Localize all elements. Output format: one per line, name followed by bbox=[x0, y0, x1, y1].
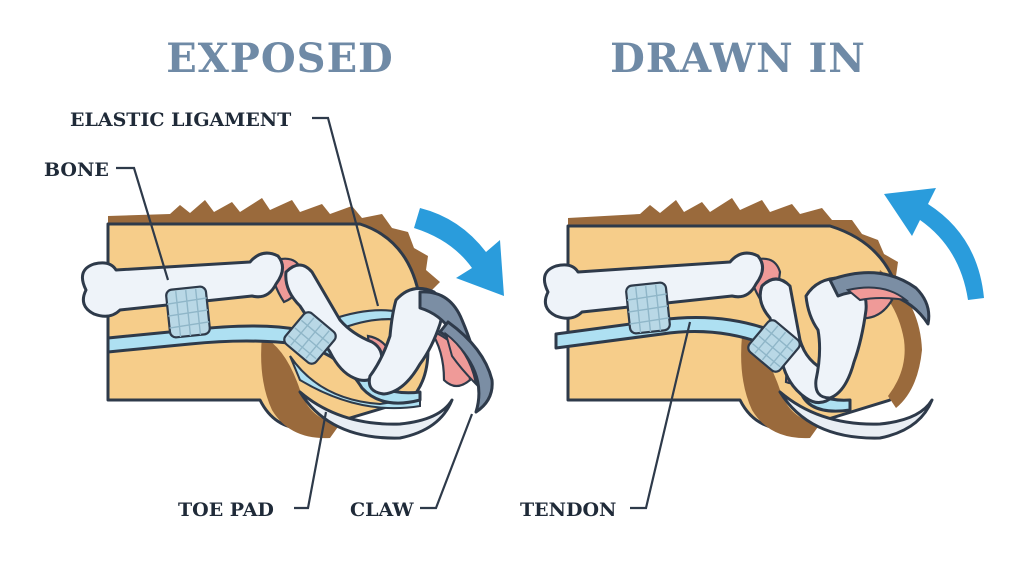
paw-drawn-in bbox=[542, 198, 934, 440]
title-exposed: EXPOSED bbox=[166, 35, 394, 82]
title-drawn-in: DRAWN IN bbox=[610, 35, 866, 82]
leader-bone bbox=[116, 166, 170, 281]
leader-toe-pad bbox=[294, 411, 328, 510]
label-toe-pad: TOE PAD bbox=[178, 499, 274, 521]
fur-claw-side bbox=[876, 270, 922, 408]
cartilage-band-2-2 bbox=[747, 319, 801, 373]
leader-claw bbox=[420, 413, 474, 510]
arrow-retract-icon bbox=[884, 188, 984, 300]
cartilage-band-1 bbox=[165, 285, 211, 339]
cartilage-band-2 bbox=[283, 311, 337, 365]
toe-pad-2 bbox=[778, 390, 934, 440]
bone-proximal bbox=[80, 251, 284, 318]
leader-tendon bbox=[630, 321, 692, 510]
label-elastic-ligament: ELASTIC LIGAMENT bbox=[70, 109, 291, 131]
cartilage-band-2-1 bbox=[625, 281, 671, 335]
claw-quick-2 bbox=[845, 286, 910, 302]
paw-exposed bbox=[80, 198, 494, 440]
label-bone: BONE bbox=[44, 159, 109, 181]
label-tendon: TENDON bbox=[520, 499, 616, 521]
fur-toe bbox=[261, 336, 340, 439]
leader-elastic-ligament bbox=[312, 116, 380, 307]
label-claw: CLAW bbox=[350, 499, 414, 521]
claw-quick bbox=[444, 331, 478, 387]
arrow-extend-icon bbox=[414, 208, 504, 296]
toe-pad bbox=[298, 390, 454, 440]
